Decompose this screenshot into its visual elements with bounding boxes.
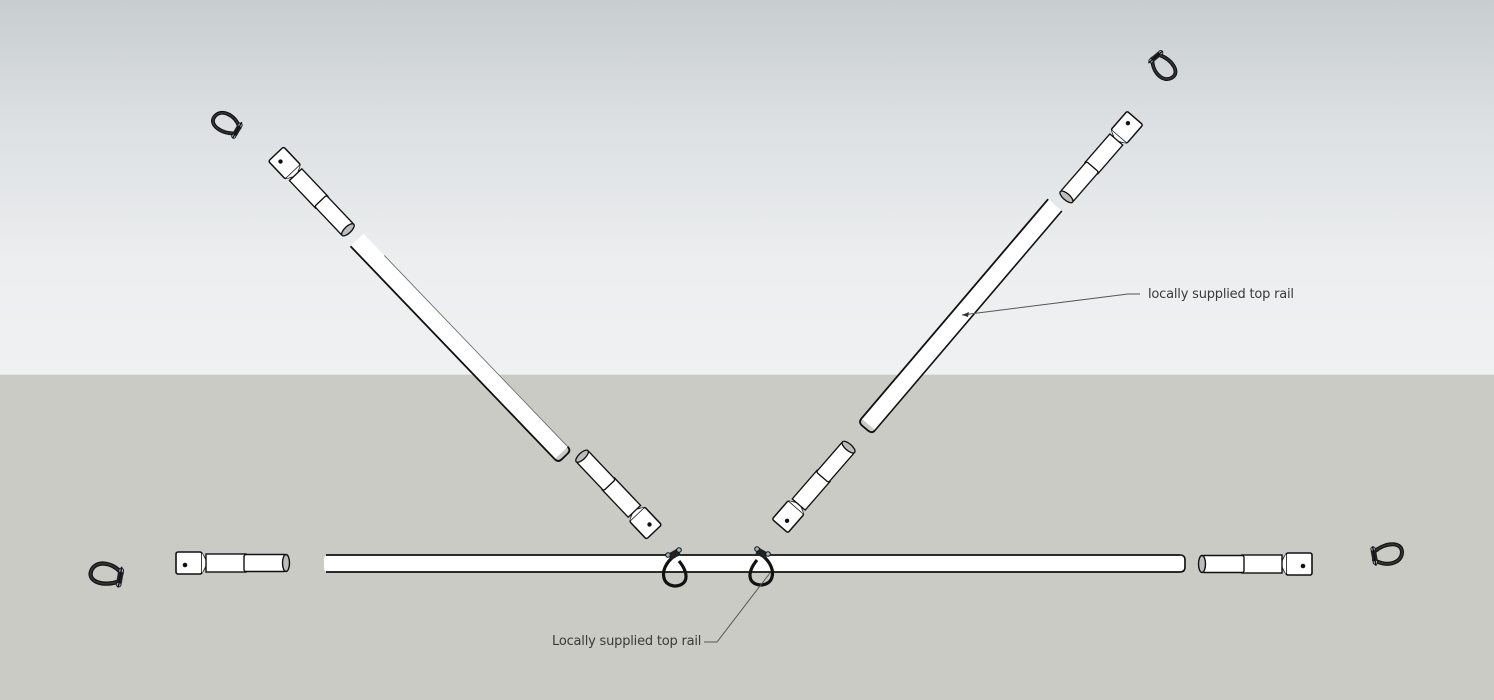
- upper-right-clamp: [1144, 47, 1182, 86]
- ground-plane: [0, 374, 1494, 700]
- lower-right-diagonal-end-fitting: [771, 437, 860, 534]
- annotation-lower-rail-label: Locally supplied top rail: [552, 634, 702, 649]
- right-diagonal-top-rail: [859, 198, 1063, 434]
- upper-right-end-fitting: [1055, 110, 1144, 207]
- left-horizontal-end-fitting: [175, 551, 291, 575]
- upper-left-clamp: [207, 106, 247, 142]
- upper-left-end-fitting: [267, 146, 359, 241]
- right-horizontal-end-fitting: [1197, 552, 1313, 576]
- lower-leader-line: [704, 572, 771, 643]
- annotation-upper-rail-label: locally supplied top rail: [1148, 287, 1294, 302]
- far-right-clamp: [1370, 542, 1404, 567]
- lower-left-diagonal-end-fitting: [571, 445, 663, 540]
- far-left-clamp: [89, 561, 125, 587]
- upper-leader-line: [961, 293, 1140, 317]
- left-diagonal-top-rail: [349, 233, 571, 462]
- sky-background: [0, 0, 1494, 374]
